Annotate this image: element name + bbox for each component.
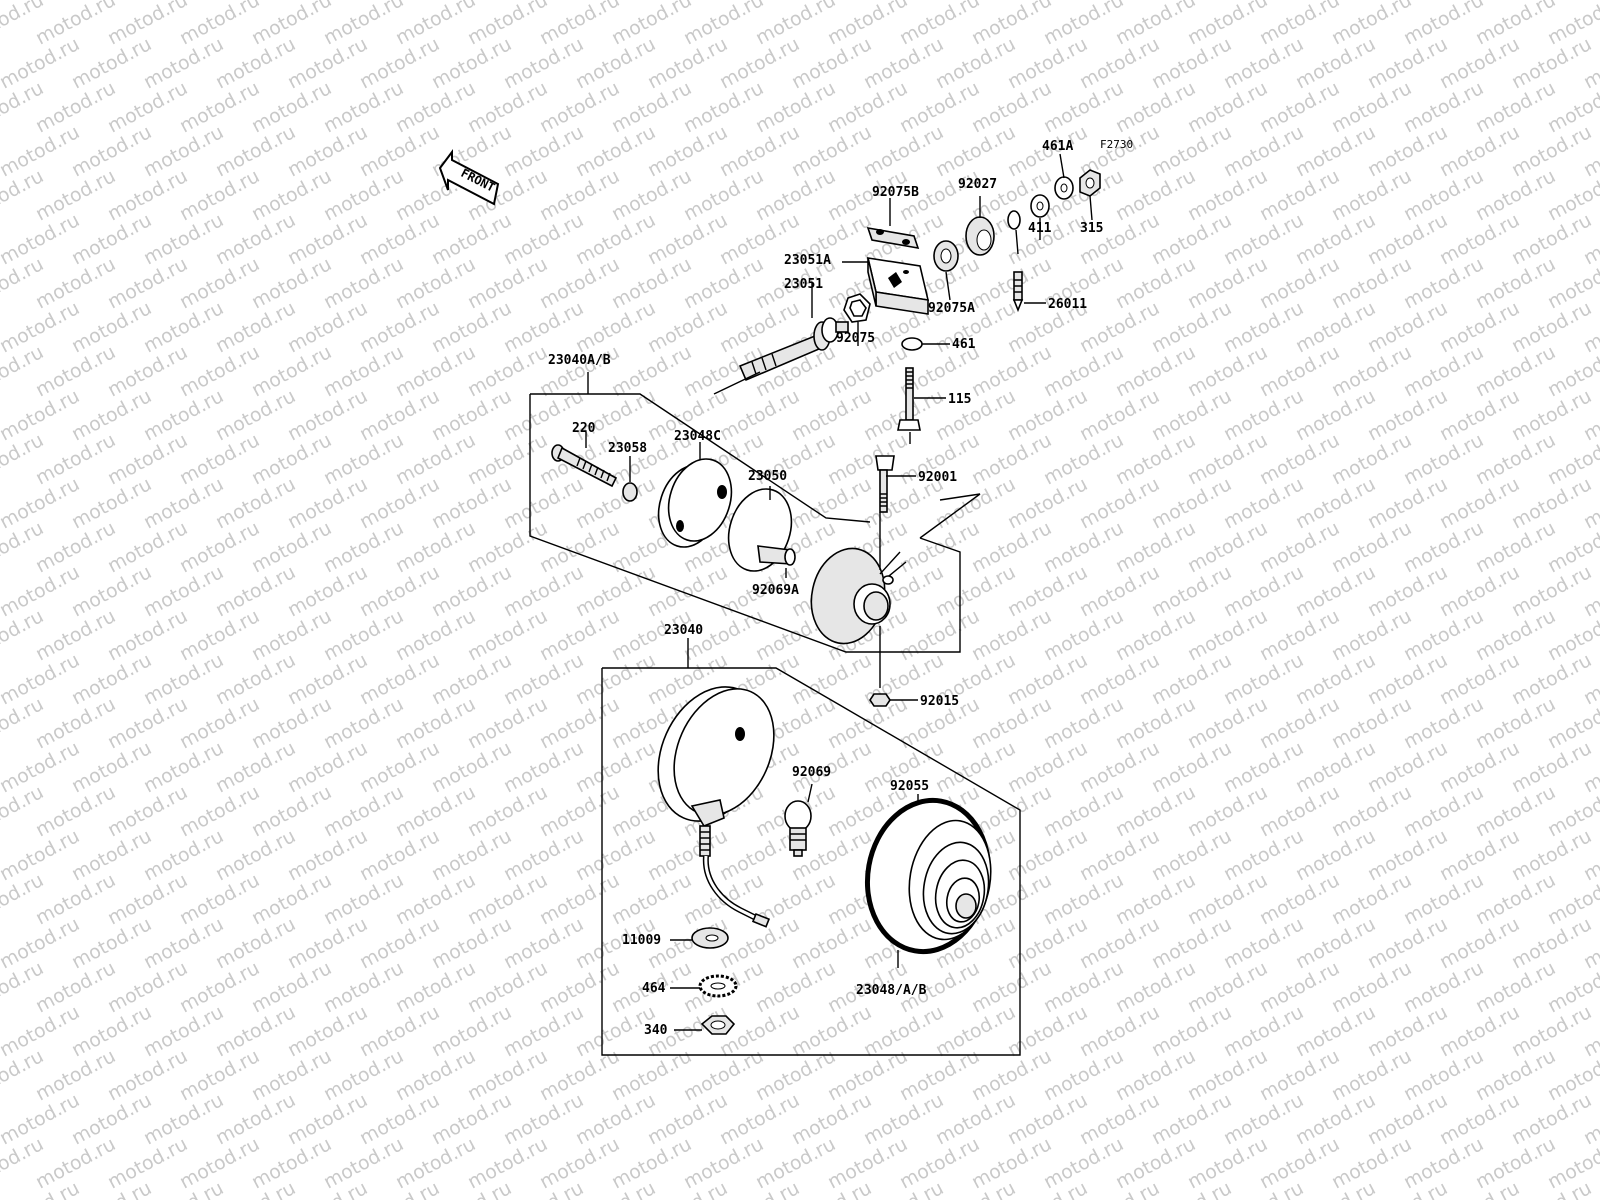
front-arrow-icon: FRONT bbox=[438, 149, 500, 206]
part-label-92075b: 92075B bbox=[872, 185, 919, 200]
part-label-26011: 26011 bbox=[1048, 297, 1087, 312]
stay-shaft-part bbox=[738, 317, 849, 382]
part-label-23040: 23040 bbox=[664, 623, 703, 638]
part-label-23040ab: 23040A/B bbox=[548, 353, 611, 368]
rim-23048c-part bbox=[657, 458, 733, 548]
leader-lines bbox=[585, 153, 1093, 1031]
part-label-315: 315 bbox=[1080, 221, 1103, 236]
part-label-11009: 11009 bbox=[622, 933, 661, 948]
bolt-92001-part bbox=[875, 455, 895, 513]
bracket-block-part bbox=[866, 257, 930, 315]
part-label-92055: 92055 bbox=[890, 779, 929, 794]
headlamp-body-part bbox=[657, 686, 775, 928]
part-label-92069: 92069 bbox=[792, 765, 831, 780]
gasket-bulb-23050-part bbox=[727, 488, 796, 572]
bulb-92069-part bbox=[784, 800, 812, 857]
part-label-23048c: 23048C bbox=[674, 429, 721, 444]
part-label-23050: 23050 bbox=[748, 469, 787, 484]
bolt-115-part bbox=[897, 367, 921, 431]
washer-11009-part bbox=[691, 927, 729, 949]
collar-23058-part bbox=[622, 482, 638, 502]
part-label-220: 220 bbox=[572, 421, 596, 436]
bracket-plate-part bbox=[866, 226, 920, 250]
part-label-464: 464 bbox=[642, 981, 666, 996]
nut-92015-part bbox=[869, 693, 891, 707]
part-label-23048ab: 23048/A/B bbox=[856, 983, 927, 998]
washer-461-part bbox=[901, 337, 923, 351]
part-label-92069a: 92069A bbox=[752, 583, 799, 598]
part-label-115: 115 bbox=[948, 392, 971, 407]
part-label-92075: 92075 bbox=[836, 331, 875, 346]
part-label-461: 461 bbox=[952, 337, 976, 352]
part-label-340: 340 bbox=[644, 1023, 668, 1038]
rubber-damper-part bbox=[843, 293, 871, 323]
nut-340-part bbox=[700, 1015, 736, 1035]
part-label-23058: 23058 bbox=[608, 441, 647, 456]
part-label-23051: 23051 bbox=[784, 277, 823, 292]
part-label-461a: 461A bbox=[1042, 139, 1073, 154]
figure-code: F2730 bbox=[1100, 138, 1133, 151]
lockwasher-464-part bbox=[698, 974, 738, 998]
part-label-92027: 92027 bbox=[958, 177, 997, 192]
lamp-housing-part bbox=[810, 547, 907, 645]
part-label-92015: 92015 bbox=[920, 694, 959, 709]
bolt-220-part bbox=[551, 444, 618, 488]
lens-23048ab-part bbox=[864, 797, 992, 955]
terminal-bolt-part bbox=[1007, 210, 1024, 313]
part-label-411: 411 bbox=[1028, 221, 1052, 236]
part-label-23051a: 23051A bbox=[784, 253, 831, 268]
damper-part bbox=[933, 216, 995, 272]
washer-nut-set-part bbox=[1030, 169, 1101, 218]
part-label-92001: 92001 bbox=[918, 470, 957, 485]
part-label-92075a: 92075A bbox=[928, 301, 975, 316]
